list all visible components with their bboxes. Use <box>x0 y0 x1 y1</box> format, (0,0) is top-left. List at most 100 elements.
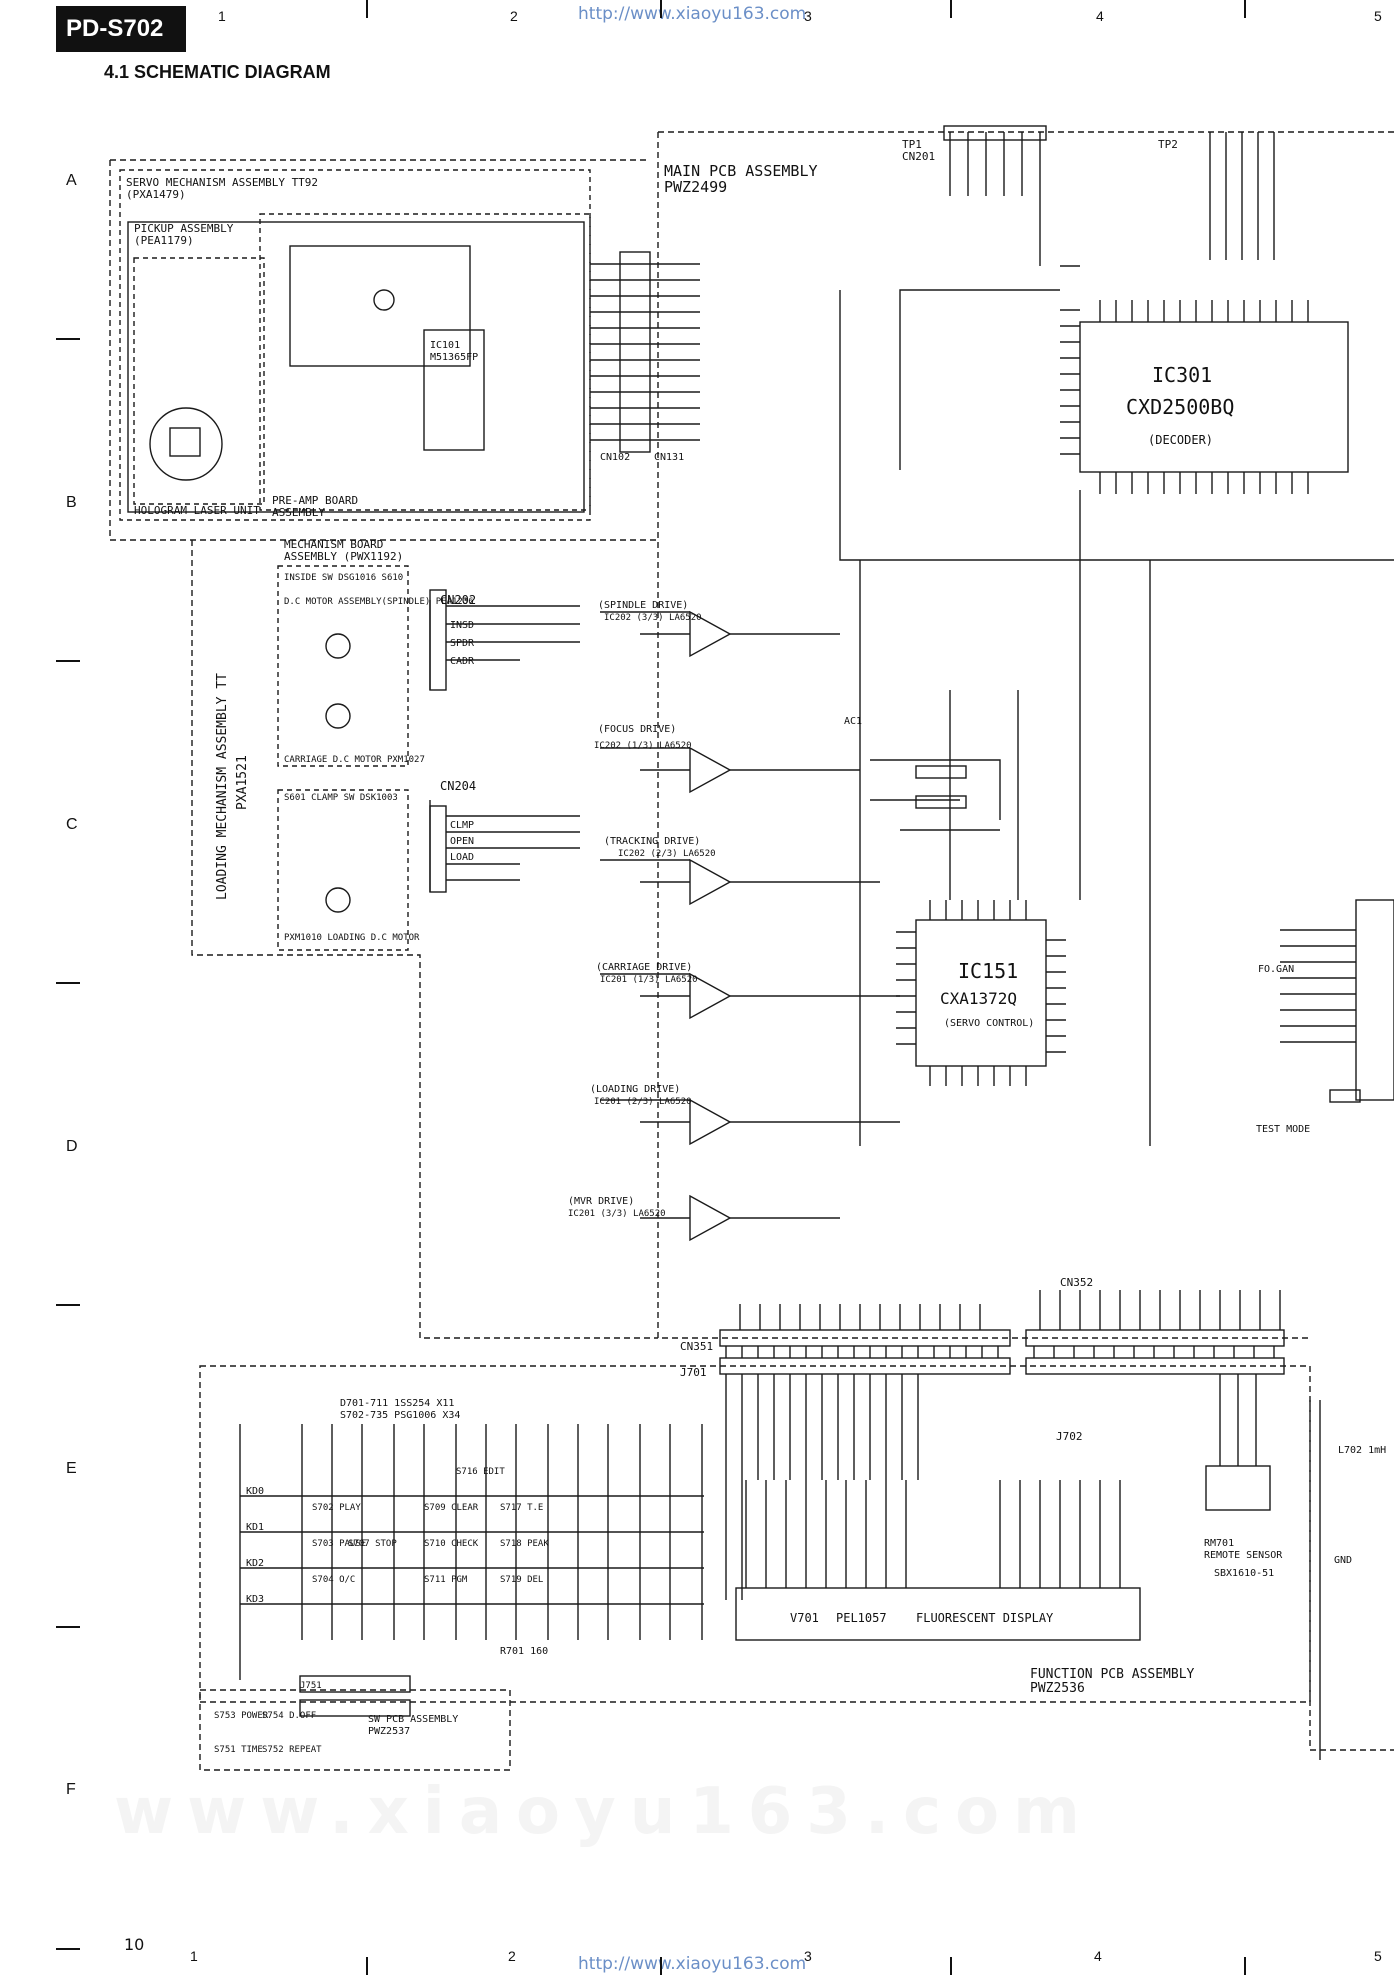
grid-col-5-bottom: 5 <box>1374 1948 1382 1964</box>
focus-drive-label: (FOCUS DRIVE) <box>598 724 676 735</box>
preamp-title: PRE-AMP BOARD <box>272 494 358 507</box>
watermark: www.xiaoyu163.com <box>114 1775 1094 1849</box>
section-title: 4.1 SCHEMATIC DIAGRAM <box>104 62 331 82</box>
grid-tick <box>56 1626 80 1628</box>
tracking-drive-ic: IC202 (2/3) LA6520 <box>618 849 716 859</box>
key-row-kd3: KD3 <box>246 1594 264 1605</box>
carriage-drive-label: (CARRIAGE DRIVE) <box>596 962 692 973</box>
tp2-label: TP2 <box>1158 138 1178 151</box>
key-check: S710 CHECK <box>424 1539 479 1549</box>
key-matrix <box>239 1424 704 1717</box>
key-play: S702 PLAY <box>312 1503 361 1513</box>
grid-tick <box>660 1957 662 1975</box>
grid-col-4-bottom: 4 <box>1094 1948 1102 1964</box>
cn204-label: CN204 <box>440 779 476 793</box>
sw-pcb-title: SW PCB ASSEMBLY <box>368 1714 458 1725</box>
grid-tick <box>56 982 80 984</box>
ic301-part: CXD2500BQ <box>1126 395 1234 419</box>
source-url-top[interactable]: http://www.xiaoyu163.com <box>578 4 807 24</box>
clamp-switch-label: S601 CLAMP SW DSK1003 <box>284 793 398 803</box>
key-peak: S718 PEAK <box>500 1539 549 1549</box>
hologram-label: HOLOGRAM LASER UNIT <box>134 504 260 517</box>
main-pcb-boundary <box>109 131 1394 1339</box>
vr-note: AC1 <box>844 716 862 727</box>
tp1-connector <box>943 125 1047 196</box>
ic301-role: (DECODER) <box>1148 433 1213 447</box>
key-stop: S707 STOP <box>348 1539 397 1549</box>
crystal-freq-label: FO.GAN <box>1258 964 1294 975</box>
key-switches-label: S702-735 PSG1006 X34 <box>340 1410 460 1421</box>
ic151-part: CXA1372Q <box>940 989 1017 1008</box>
cn202-pin-1: INSD <box>450 620 474 631</box>
repeat-key: S752 REPEAT <box>262 1745 322 1755</box>
grid-row-f: F <box>66 1781 76 1798</box>
reset-label: GND <box>1334 1555 1352 1566</box>
mvr-drive-label: (MVR DRIVE) <box>568 1196 634 1207</box>
cn131-label: CN131 <box>654 452 684 463</box>
grid-tick <box>56 1304 80 1306</box>
mechanism-board <box>277 565 580 951</box>
mvr-drive-ic: IC201 (3/3) LA6520 <box>568 1209 666 1219</box>
grid-col-5: 5 <box>1374 8 1382 24</box>
spindle-drive-label: (SPINDLE DRIVE) <box>598 600 688 611</box>
main-pcb-part: PWZ2499 <box>664 178 727 196</box>
page-number: 10 <box>124 1935 145 1954</box>
tp1-label: TP1 <box>902 138 922 151</box>
servo-mech-part: (PXA1479) <box>126 188 186 201</box>
source-url-bottom[interactable]: http://www.xiaoyu163.com <box>578 1954 807 1974</box>
cn202-pin-3: CADR <box>450 656 475 667</box>
mechanism-board-title: MECHANISM BOARD <box>284 538 383 551</box>
grid-tick <box>950 1957 952 1975</box>
function-pcb-boundary <box>199 1365 1394 1771</box>
loading-mech-part: PXA1521 <box>235 755 250 810</box>
spindle-motor-label: D.C MOTOR ASSEMBLY(SPINDLE) PEA1236 <box>284 597 474 607</box>
test-mode-label: TEST MODE <box>1256 1124 1310 1135</box>
pickup-title: PICKUP ASSEMBLY <box>134 222 234 235</box>
cn204-pin-2: OPEN <box>450 836 474 847</box>
cn201-label: CN201 <box>902 150 935 163</box>
key-pause: S703 PAUSE <box>312 1539 366 1549</box>
loading-mech-title: LOADING MECHANISM ASSEMBLY TT <box>215 673 230 900</box>
cn352-label: CN352 <box>1060 1276 1093 1289</box>
grid-tick <box>366 0 368 18</box>
mechanism-board-part: ASSEMBLY (PWX1192) <box>284 550 403 563</box>
ic151-servo <box>896 900 1066 1086</box>
dimmer-key: S754 D.OFF <box>262 1711 316 1721</box>
pickup-part: (PEA1179) <box>134 234 194 247</box>
model-tag: PD-S702 <box>56 6 186 52</box>
function-pcb-part: PWZ2536 <box>1030 1681 1085 1696</box>
grid-tick <box>950 0 952 18</box>
grid-tick <box>56 1948 80 1950</box>
tracking-drive-label: (TRACKING DRIVE) <box>604 836 700 847</box>
inside-switch-label: INSIDE SW DSG1016 S610 <box>284 573 403 583</box>
grid-col-2-bottom: 2 <box>508 1948 516 1964</box>
grid-col-1: 1 <box>218 8 226 24</box>
cn102-label: CN102 <box>600 452 630 463</box>
preamp-part: ASSEMBLY <box>272 506 325 519</box>
ic301-ref: IC301 <box>1152 363 1212 387</box>
grid-tick <box>1244 0 1246 18</box>
cn204-pin-3: LOAD <box>450 852 474 863</box>
grid-row-a: A <box>66 172 77 189</box>
key-pgm: S711 PGM <box>424 1575 468 1585</box>
j702-label: J702 <box>1056 1430 1083 1443</box>
loading-drive-label: (LOADING DRIVE) <box>590 1084 680 1095</box>
cn351-label: CN351 <box>680 1340 713 1353</box>
servo-mechanism-block <box>119 169 591 521</box>
key-clear: S709 CLEAR <box>424 1503 479 1513</box>
j751-label: J751 <box>300 1681 322 1691</box>
key-del: S719 DEL <box>500 1575 543 1585</box>
right-edge-circuitry <box>1280 899 1394 1760</box>
ic151-role: (SERVO CONTROL) <box>944 1018 1034 1029</box>
cn351-cn352-rails <box>719 1290 1285 1600</box>
cn204-pin-1: CLMP <box>450 820 474 831</box>
sw-pcb-part: PWZ2537 <box>368 1726 410 1737</box>
key-row-kd2: KD2 <box>246 1558 264 1569</box>
key-row-kd1: KD1 <box>246 1522 264 1533</box>
grid-row-d: D <box>66 1138 78 1155</box>
grid-col-3-bottom: 3 <box>804 1948 812 1964</box>
key-diodes-label: D701-711 1SS254 X11 <box>340 1398 454 1409</box>
grid-col-4: 4 <box>1096 8 1104 24</box>
ic101-part: M51365FP <box>430 352 478 363</box>
focus-drive-ic: IC202 (1/3) LA6520 <box>594 741 692 751</box>
